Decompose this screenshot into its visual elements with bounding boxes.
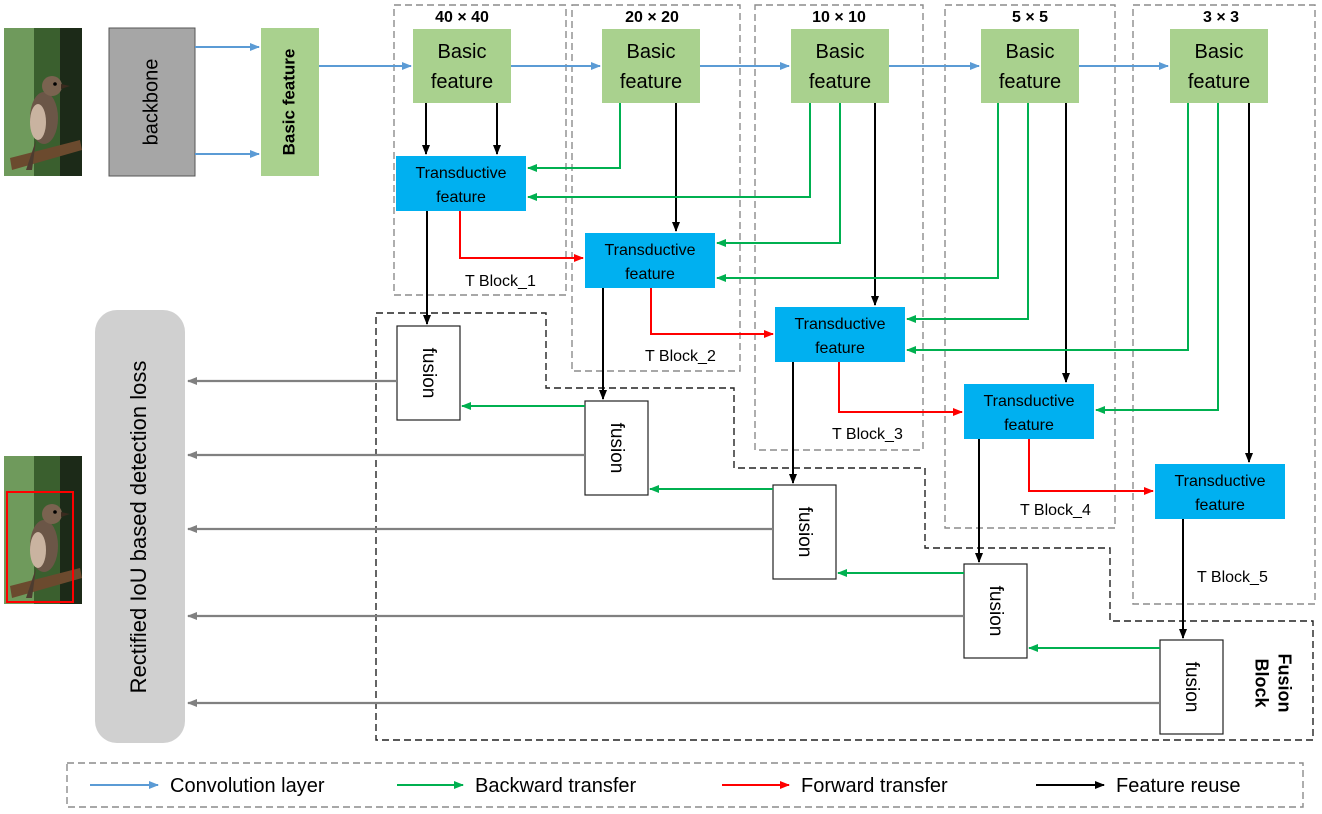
backward-arrow-b3-t1 [527, 103, 811, 201]
basic-feature-vertical-label: Basic feature [279, 49, 298, 156]
backward-arrow-b5-t4 [1095, 103, 1219, 414]
backward-arrow-b4-t2 [716, 103, 999, 282]
fusion-block-outline [375, 312, 1314, 741]
stage-5-size: 3 × 3 [1203, 9, 1239, 26]
legend-reuse-label: Feature reuse [1116, 775, 1241, 797]
backward-arrow-b5-t3 [906, 103, 1189, 354]
bird-detection-image [4, 456, 82, 604]
t-block-3-label: T Block_3 [832, 426, 903, 443]
legend-forward-label: Forward transfer [801, 775, 948, 797]
legend: Convolution layer Backward transfer Forw… [66, 762, 1304, 808]
t-block-5-label: T Block_5 [1197, 569, 1268, 586]
backward-arrow-b3-t2 [716, 103, 841, 247]
forward-arrow-t1-t2 [459, 211, 584, 262]
transductive-feature-3: Transductive feature [775, 307, 905, 362]
stage-2-box [571, 4, 741, 372]
svg-text:feature: feature [436, 189, 486, 206]
t-block-1-label: T Block_1 [465, 273, 536, 290]
stage-1-size: 40 × 40 [435, 9, 489, 26]
fusion-box-2: fusion [584, 400, 649, 496]
svg-text:Basic: Basic [438, 41, 487, 63]
svg-text:feature: feature [815, 340, 865, 357]
t-block-4-label: T Block_4 [1020, 502, 1091, 519]
fusion-box-5: fusion [1159, 639, 1224, 735]
basic-feature-3: Basic feature [791, 29, 889, 103]
t-block-2-label: T Block_2 [645, 348, 716, 365]
stage-3-box [754, 4, 924, 451]
svg-text:fusion: fusion [985, 586, 1006, 637]
basic-feature-4: Basic feature [981, 29, 1079, 103]
forward-arrow-t4-t5 [1028, 439, 1154, 495]
svg-text:Basic: Basic [627, 41, 676, 63]
fusion-box-1: fusion [396, 325, 461, 421]
svg-text:feature: feature [620, 71, 682, 93]
svg-text:feature: feature [999, 71, 1061, 93]
svg-text:feature: feature [1004, 417, 1054, 434]
svg-text:fusion: fusion [606, 423, 627, 474]
svg-text:feature: feature [431, 71, 493, 93]
svg-text:Transductive: Transductive [984, 393, 1075, 410]
backward-arrow-b2-t1 [527, 103, 621, 172]
svg-text:fusion: fusion [1181, 662, 1202, 713]
backbone-label: backbone [140, 59, 162, 146]
svg-text:Transductive: Transductive [1175, 473, 1266, 490]
transductive-feature-2: Transductive feature [585, 233, 715, 288]
stage-4-size: 5 × 5 [1012, 9, 1048, 26]
bird-input-image [4, 28, 82, 176]
svg-text:Basic: Basic [1006, 41, 1055, 63]
transductive-feature-1: Transductive feature [396, 156, 526, 211]
basic-feature-column [261, 28, 319, 176]
fusion-block-label-line2: Block [1251, 658, 1271, 708]
fusion-box-4: fusion [963, 563, 1028, 659]
legend-frame [66, 762, 1304, 808]
transductive-feature-5: Transductive feature [1155, 464, 1285, 519]
svg-text:Basic: Basic [816, 41, 865, 63]
basic-feature-1: Basic feature [413, 29, 511, 103]
svg-text:Transductive: Transductive [795, 316, 886, 333]
forward-arrow-t3-t4 [838, 362, 963, 416]
svg-text:feature: feature [1188, 71, 1250, 93]
detection-loss-box [95, 310, 185, 743]
stage-5-box [1132, 4, 1316, 605]
backbone-box [108, 27, 196, 177]
stage-4-box [944, 4, 1116, 529]
fusion-box-3: fusion [772, 484, 837, 580]
basic-feature-2: Basic feature [602, 29, 700, 103]
svg-text:feature: feature [809, 71, 871, 93]
svg-text:feature: feature [1195, 497, 1245, 514]
stage-2-size: 20 × 20 [625, 9, 679, 26]
transductive-feature-4: Transductive feature [964, 384, 1094, 439]
svg-text:Basic: Basic [1195, 41, 1244, 63]
svg-text:fusion: fusion [794, 507, 815, 558]
stage-3-size: 10 × 10 [812, 9, 866, 26]
backward-arrow-b4-t3 [906, 103, 1029, 323]
legend-backward-label: Backward transfer [475, 775, 637, 797]
detection-loss-label: Rectified IoU based detection loss [126, 361, 151, 694]
basic-feature-5: Basic feature [1170, 29, 1268, 103]
fusion-block-label-line1: Fusion [1274, 654, 1294, 713]
svg-text:fusion: fusion [418, 348, 439, 399]
svg-text:feature: feature [625, 266, 675, 283]
svg-text:Transductive: Transductive [416, 165, 507, 182]
bounding-box [6, 491, 74, 603]
forward-arrow-t2-t3 [650, 288, 774, 338]
legend-convolution-label: Convolution layer [170, 775, 325, 797]
svg-text:Transductive: Transductive [605, 242, 696, 259]
